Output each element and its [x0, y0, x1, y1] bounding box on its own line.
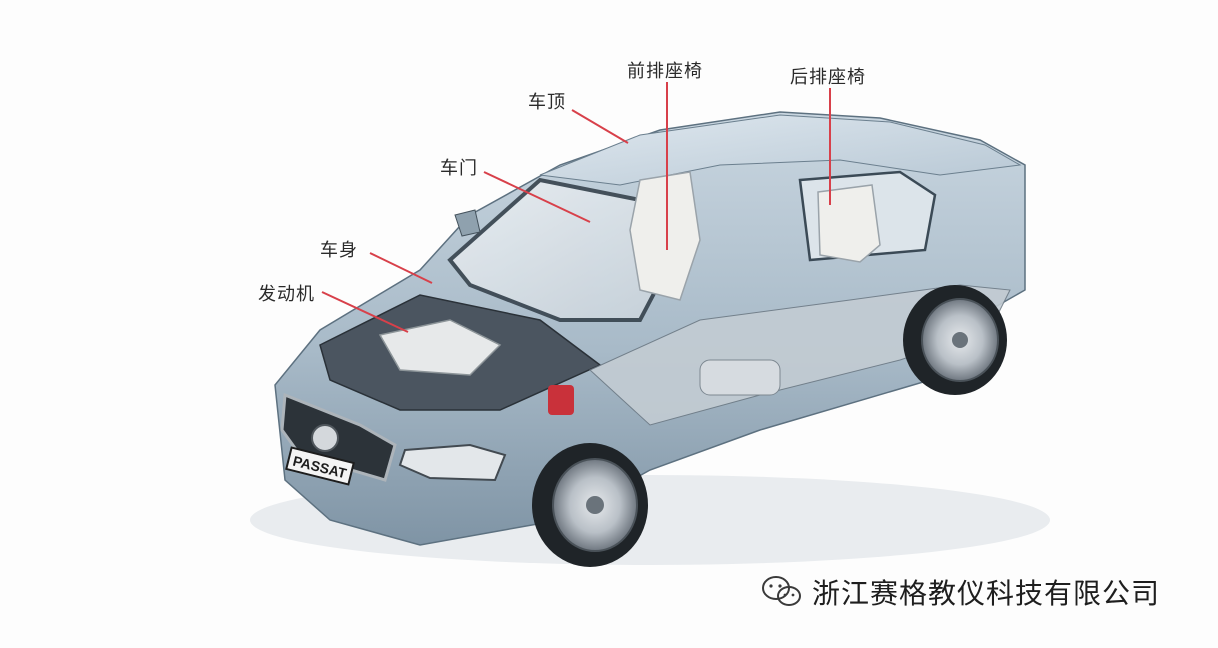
front-wheel	[532, 443, 648, 567]
watermark: 浙江赛格教仪科技有限公司	[760, 572, 1160, 612]
rear-wheel	[903, 285, 1007, 395]
wechat-icon	[762, 576, 801, 606]
license-plate	[285, 446, 355, 486]
callout-line-body	[369, 252, 433, 284]
red-reservoir	[548, 385, 574, 415]
callout-body-label: 车身	[320, 240, 358, 261]
callout-lines	[321, 82, 831, 333]
watermark-text: 浙江赛格教仪科技有限公司	[812, 577, 1161, 610]
headlight	[398, 443, 507, 482]
callout-line-door	[483, 171, 591, 223]
vw-logo	[311, 424, 339, 452]
front-seat	[629, 171, 701, 301]
chassis	[589, 284, 1011, 426]
callout-engine-label: 发动机	[258, 284, 315, 305]
roof-panel	[539, 114, 1022, 186]
callout-front-seat-label: 前排座椅	[627, 61, 703, 82]
callout-roof-label: 车顶	[528, 92, 566, 113]
callout-line-roof	[571, 109, 629, 144]
callout-rear-seat-label: 后排座椅	[790, 67, 866, 88]
fuel-tank	[699, 359, 781, 396]
rear-seat	[817, 184, 881, 263]
callout-line-engine	[321, 291, 409, 333]
engine-cover	[378, 319, 502, 376]
side-mirror	[454, 209, 481, 237]
callout-door-label: 车门	[440, 158, 478, 179]
